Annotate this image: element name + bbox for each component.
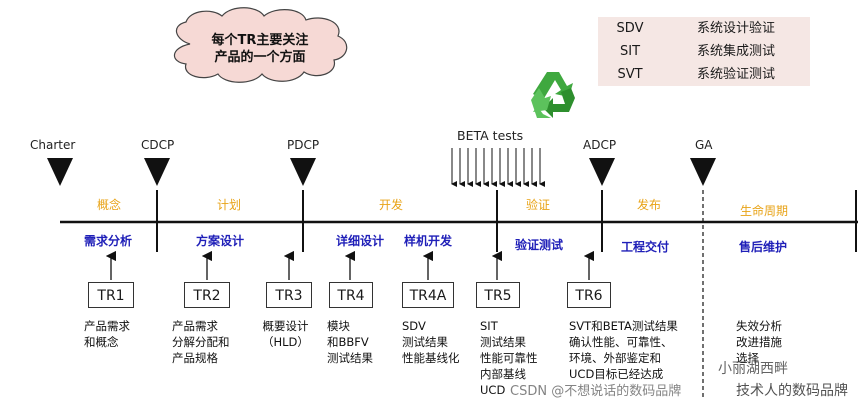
phase-label: 概念 <box>97 198 122 212</box>
tr-description: 概要设计 （HLD） <box>262 319 309 349</box>
tr-description: SDV 测试结果 性能基线化 <box>402 319 460 365</box>
wechat-watermark: 小丽湖西畔 <box>718 361 788 377</box>
activity-label: 验证测试 <box>515 238 564 252</box>
tr-box: TR6 <box>567 282 611 308</box>
legend-desc: 系统设计验证 <box>696 21 775 36</box>
phase-label: 生命周期 <box>740 204 789 218</box>
phase-label: 验证 <box>526 198 551 212</box>
milestone-label: Charter <box>30 138 76 152</box>
tr-box: TR2 <box>184 282 230 308</box>
activity-label: 需求分析 <box>84 234 133 248</box>
milestone-triangle <box>690 158 716 186</box>
milestone-label: PDCP <box>287 138 320 152</box>
milestone-label: CDCP <box>141 138 175 152</box>
recycle-icon <box>531 72 575 118</box>
milestone-triangle <box>144 158 170 186</box>
legend-abbr: SIT <box>619 44 641 59</box>
legend-row: SVT 系统验证测试 <box>598 63 810 86</box>
legend-row: SDV 系统设计验证 <box>598 17 810 40</box>
legend-row: SIT 系统集成测试 <box>598 40 810 63</box>
tr-description: 模块 和BBFV 测试结果 <box>327 319 373 365</box>
cloud-callout: 每个TR主要关注 产品的一个方面 <box>172 32 348 66</box>
legend-abbr: SDV <box>616 21 644 36</box>
legend-desc: 系统验证测试 <box>696 67 775 82</box>
cloud-line: 每个TR主要关注 <box>211 33 309 48</box>
cloud-shape <box>173 7 348 83</box>
tr-description: SVT和BETA测试结果 确认性能、可靠性、 环境、外部鉴定和 UCD目标已经达… <box>569 319 678 381</box>
milestone-triangle <box>589 158 615 186</box>
phase-label: 开发 <box>379 198 404 212</box>
tr-box: TR1 <box>88 282 134 308</box>
tr-description: 失效分析 改进措施 选择 <box>736 319 782 365</box>
brand-watermark: 技术人的数码品牌 <box>736 383 848 399</box>
milestone-triangle <box>47 158 73 186</box>
tr-description: SIT 测试结果 性能可靠性 内部基线 UCD <box>480 319 538 397</box>
phase-label: 计划 <box>217 198 242 212</box>
milestone-label: ADCP <box>583 138 617 152</box>
tr-box: TR4A <box>402 282 454 308</box>
tr-description: 产品需求 和概念 <box>84 319 130 349</box>
tr-box: TR5 <box>476 282 520 308</box>
phase-label: 发布 <box>637 198 662 212</box>
tr-box: TR4 <box>329 282 373 308</box>
beta-test-arrows <box>451 148 545 187</box>
milestone-label: GA <box>695 138 713 152</box>
activity-label: 样机开发 <box>404 234 453 248</box>
beta-tests-label: BETA tests <box>457 128 524 143</box>
legend-abbr: SVT <box>617 67 643 82</box>
legend-desc: 系统集成测试 <box>696 44 775 59</box>
activity-label: 工程交付 <box>621 240 670 254</box>
abbreviation-legend: SDV 系统设计验证 SIT 系统集成测试 SVT 系统验证测试 <box>598 17 810 86</box>
cloud-line: 产品的一个方面 <box>214 50 306 65</box>
activity-label: 详细设计 <box>336 234 385 248</box>
activity-label: 方案设计 <box>196 234 245 248</box>
milestone-triangle <box>290 158 316 186</box>
tr-arrows <box>105 250 595 280</box>
csdn-watermark: CSDN @不想说话的数码品牌 <box>510 384 682 399</box>
tr-box: TR3 <box>266 282 312 308</box>
tr-description: 产品需求 分解分配和 产品规格 <box>172 319 230 365</box>
activity-label: 售后维护 <box>739 240 788 254</box>
